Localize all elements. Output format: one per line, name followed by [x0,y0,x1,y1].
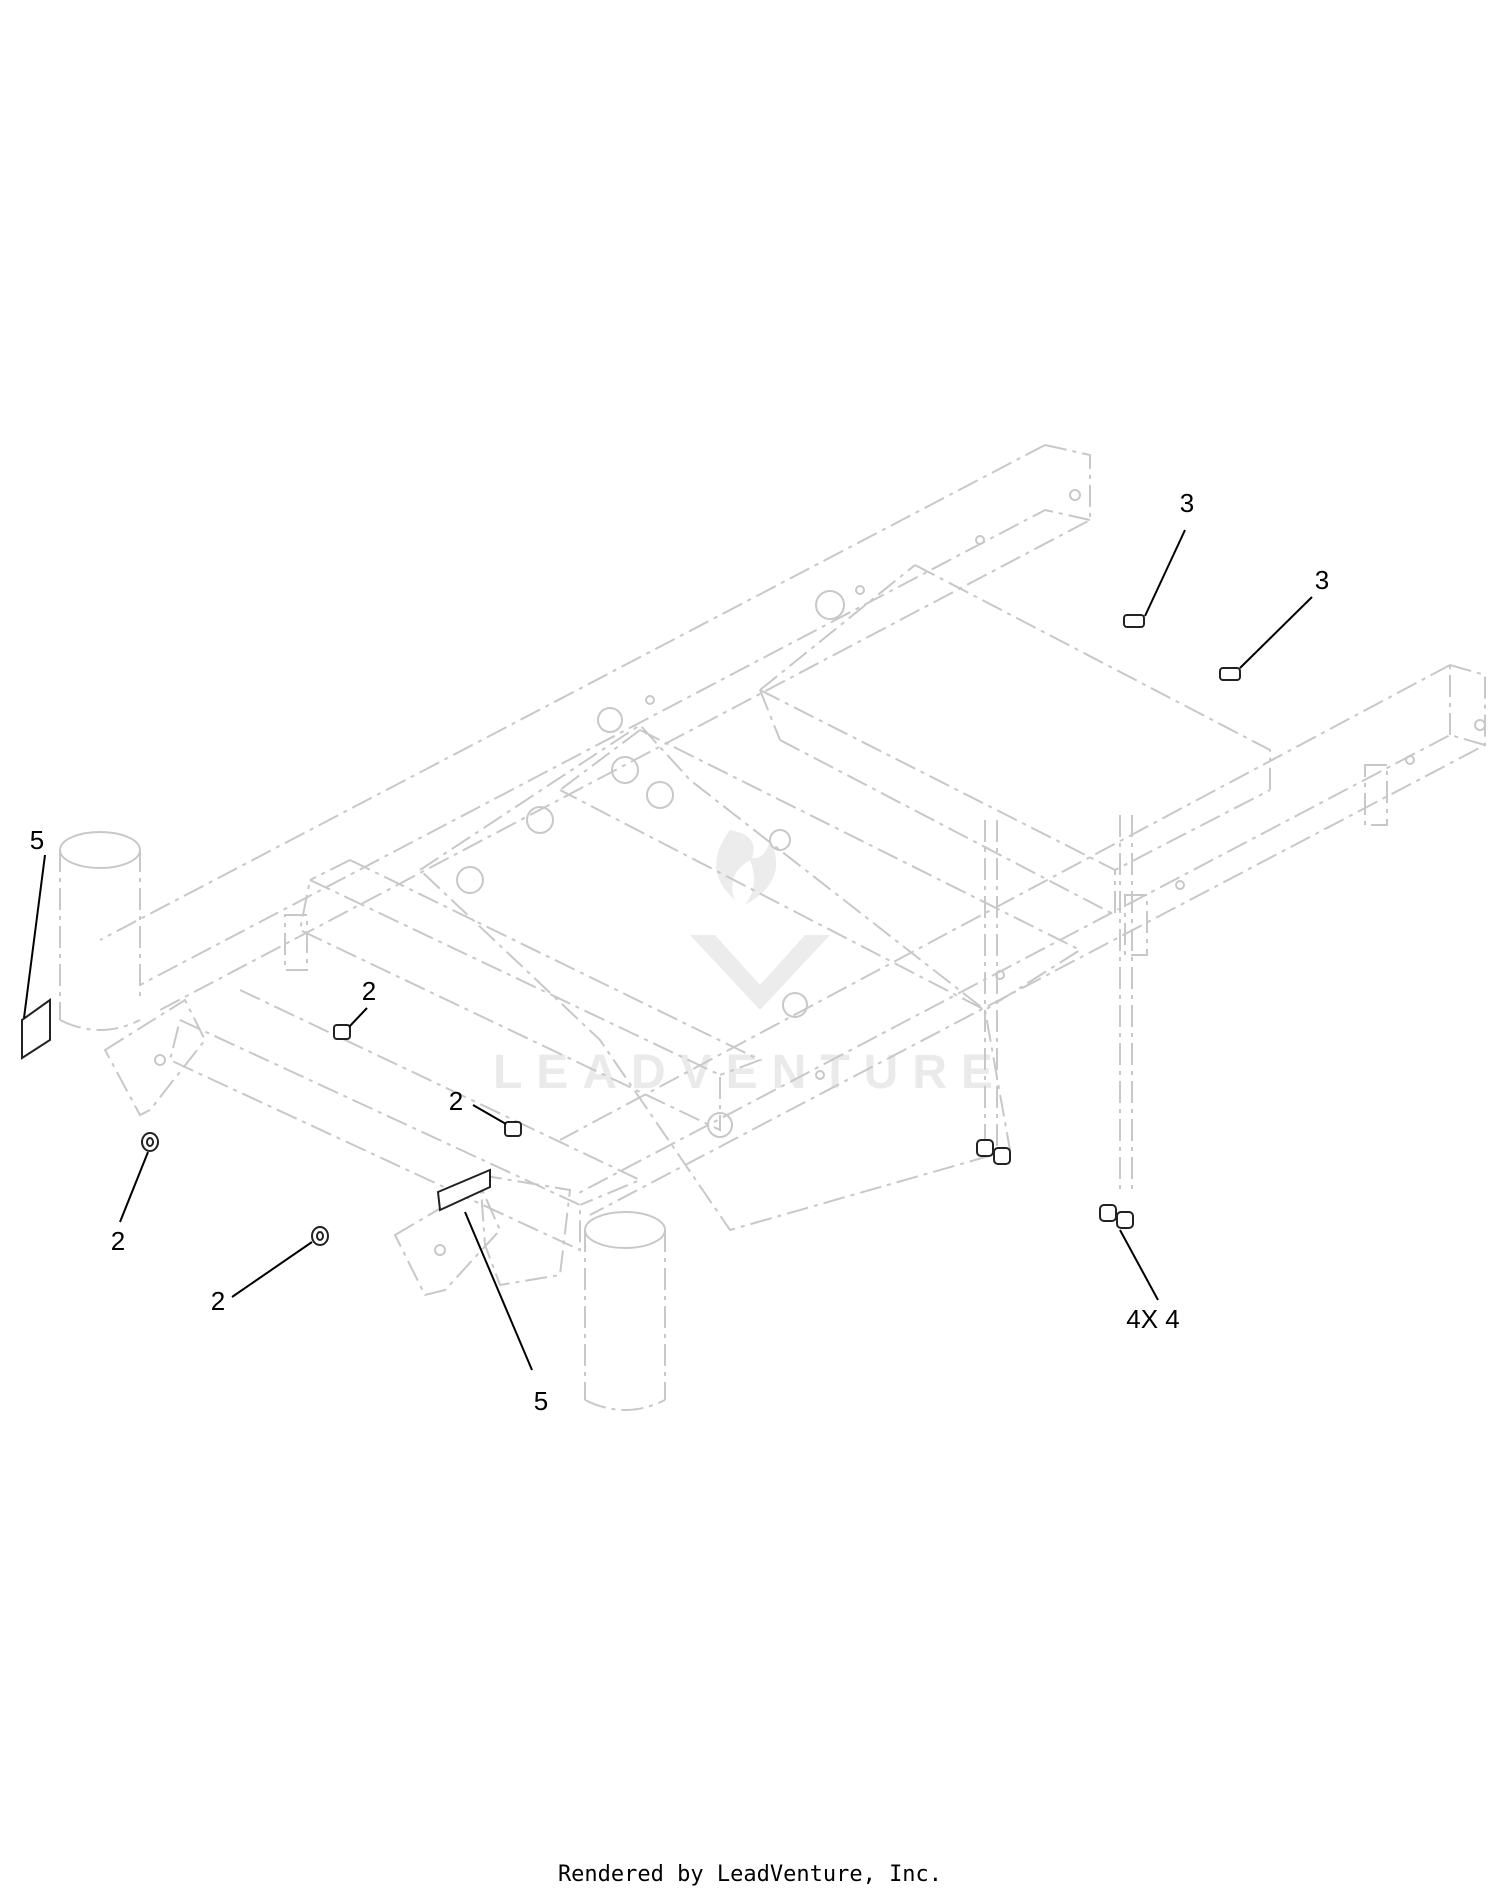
part-2-bushing-c [141,1132,159,1152]
callout-2-d: 2 [211,1286,225,1316]
callout-3-right: 3 [1315,565,1329,595]
part-2-bushing-a [333,1024,351,1040]
footer-credit: Rendered by LeadVenture, Inc. [557,1862,943,1887]
callout-5-left: 5 [30,825,44,855]
callout-5-bottom: 5 [534,1386,548,1416]
leader-lines [23,529,1313,1371]
part-4-nuts [976,1139,1134,1229]
callout-3-top: 3 [1180,488,1194,518]
part-2-bushing-d [311,1226,329,1246]
part-5-decal-front [436,1168,491,1212]
part-5-decal-left [21,998,51,1060]
callout-4: 4X 4 [1126,1304,1180,1334]
callout-2-a: 2 [362,976,376,1006]
part-2-bushing-b [504,1121,522,1137]
callout-2-c: 2 [111,1226,125,1256]
part-3-fitting-right [1219,667,1241,681]
watermark: LEADVENTURE [493,830,1007,1099]
part-3-fitting-top [1123,614,1145,628]
watermark-text: LEADVENTURE [493,1046,1007,1099]
mower-frame [59,444,1486,1411]
callout-2-b: 2 [449,1086,463,1116]
callout-labels: 5 3 3 2 2 2 2 5 4X 4 [30,488,1329,1416]
